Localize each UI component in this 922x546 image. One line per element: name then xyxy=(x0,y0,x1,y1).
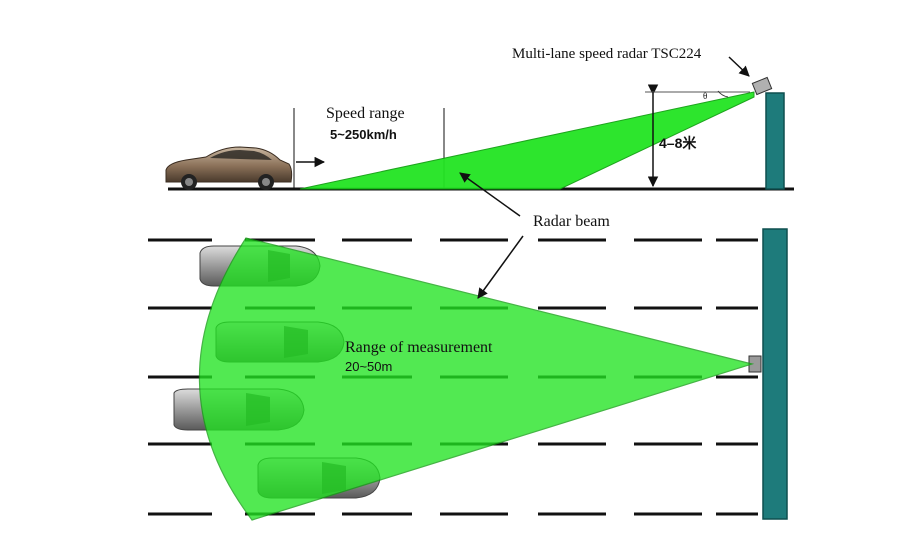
top-pole xyxy=(762,228,788,520)
top-view xyxy=(148,228,788,521)
beam-pointer-side xyxy=(459,172,521,217)
angle-symbol: θ xyxy=(703,91,707,101)
top-radar-beam xyxy=(198,237,755,521)
device-pointer-arrow xyxy=(728,56,750,77)
radar-device-icon xyxy=(751,76,773,96)
side-pole xyxy=(765,92,785,190)
radar-beam-label: Radar beam xyxy=(533,213,610,230)
radar-device-label: Multi-lane speed radar TSC224 xyxy=(512,46,702,62)
measurement-value: 20~50m xyxy=(345,359,392,374)
beam-pointer-top xyxy=(477,235,524,299)
speed-range-value: 5~250km/h xyxy=(330,127,397,142)
angle-arc xyxy=(717,90,729,98)
mount-height-label: 4–8米 xyxy=(659,135,697,151)
side-car xyxy=(165,146,293,190)
measurement-title: Range of measurement xyxy=(345,339,493,356)
side-radar-beam xyxy=(299,91,755,190)
side-view xyxy=(165,56,794,191)
speed-range-title: Speed range xyxy=(326,105,405,122)
